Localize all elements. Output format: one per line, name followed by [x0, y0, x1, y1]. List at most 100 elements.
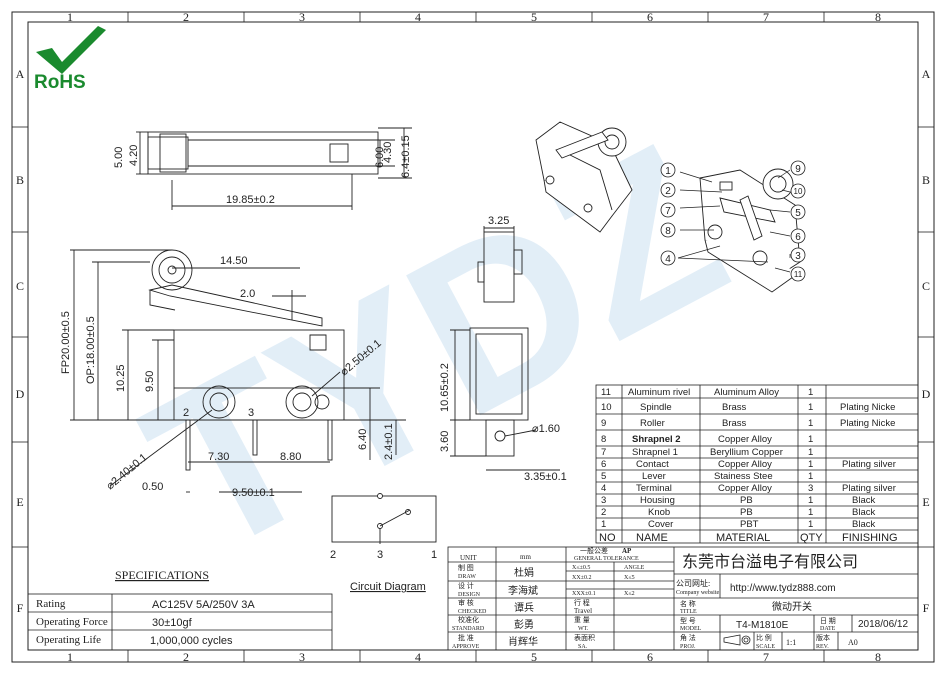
svg-text:9: 9	[795, 164, 801, 175]
svg-text:Beryllium Copper: Beryllium Copper	[710, 447, 783, 458]
tb-label: STANDARD	[452, 626, 485, 632]
callout-8: 8	[660, 222, 676, 238]
tb-label: 审 核	[458, 598, 474, 607]
side-view-dims: 3.25 10.65±0.2 3.60 ⌀1.60 3.35±0.1	[439, 215, 567, 483]
svg-text:Plating Nicke: Plating Nicke	[840, 402, 895, 413]
svg-text:Contact: Contact	[636, 459, 669, 470]
isometric-view	[535, 121, 633, 233]
col-label: 2	[183, 10, 189, 24]
callout-5: 5	[790, 204, 806, 220]
callout-7: 7	[660, 202, 676, 218]
svg-text:1: 1	[665, 166, 671, 177]
dim-label: 4.20	[128, 145, 140, 166]
rohs-logo: RoHS	[34, 26, 106, 93]
svg-text:PBT: PBT	[740, 519, 759, 530]
dim-label: 3.25	[488, 215, 509, 227]
spec-value: 1,000,000 cycles	[150, 635, 233, 647]
svg-text:1: 1	[808, 387, 813, 398]
tb-label: 型 号	[680, 616, 696, 625]
col-label: 1	[67, 650, 73, 664]
tb-name: 彭勇	[514, 618, 534, 631]
tb-label: Company website	[676, 590, 719, 596]
svg-text:PB: PB	[740, 495, 753, 506]
svg-text:Plating Nicke: Plating Nicke	[840, 418, 895, 429]
dim-label: 7.30	[208, 451, 229, 463]
row-label: D	[16, 387, 25, 401]
dim-label: 6.00	[374, 147, 386, 168]
tb-value: XXX±0.1	[572, 591, 596, 597]
dim-label: FP20.00±0.5	[60, 311, 72, 374]
callout-6: 6	[790, 228, 806, 244]
tb-label: MODEL	[680, 626, 702, 632]
svg-text:3: 3	[808, 483, 813, 494]
svg-text:Housing: Housing	[640, 495, 675, 506]
row-label: E	[922, 495, 929, 509]
tb-label: 设 计	[458, 581, 474, 590]
tb-label: PROJ.	[680, 644, 696, 650]
svg-text:Terminal: Terminal	[636, 483, 672, 494]
svg-text:3: 3	[795, 251, 801, 262]
tb-label: 比 例	[756, 633, 772, 642]
col-label: 4	[415, 650, 421, 664]
tb-label: AP	[622, 547, 632, 555]
callout-1: 1	[660, 162, 676, 178]
col-label: 2	[183, 650, 189, 664]
dim-label: 9.50±0.1	[232, 487, 275, 499]
tb-label: 公司网址:	[676, 578, 710, 588]
callout-leaders	[677, 169, 791, 273]
callout-9: 9	[790, 160, 806, 176]
tb-name: 谭兵	[514, 601, 534, 614]
tb-label: GENERAL TOLERANCE	[574, 556, 639, 562]
tb-label: SA.	[578, 644, 588, 650]
title-block-text: UNIT mm 一般公差 AP GENERAL TOLERANCE X≤±0.5…	[452, 546, 908, 650]
svg-text:1: 1	[808, 418, 813, 429]
svg-text:Plating silver: Plating silver	[842, 459, 896, 470]
col-label: 3	[299, 650, 305, 664]
projection-symbol-icon	[723, 634, 751, 646]
row-label: A	[922, 67, 931, 81]
svg-text:6: 6	[795, 232, 801, 243]
row-label: B	[16, 173, 24, 187]
circuit-labels: 2 3 1 Circuit Diagram	[330, 549, 437, 593]
row-label: C	[16, 279, 24, 293]
svg-text:8: 8	[665, 226, 671, 237]
dim-label: 10.25	[115, 364, 127, 392]
frame-row-labels-left: A B C D E F	[16, 67, 25, 615]
callout-2: 2	[660, 182, 676, 198]
svg-text:1: 1	[808, 507, 813, 518]
callout-4: 4	[660, 250, 676, 266]
rohs-text: RoHS	[34, 72, 86, 93]
callout-bubbles: 1 2 7 8 4 9 10 5 6 3 11	[660, 160, 806, 282]
title-block: UNIT mm 一般公差 AP GENERAL TOLERANCE X≤±0.5…	[447, 546, 919, 651]
tb-label: 角 法	[680, 633, 696, 642]
svg-text:10: 10	[794, 187, 803, 196]
svg-text:4: 4	[665, 254, 671, 265]
top-view	[136, 127, 412, 210]
spec-label: Operating Force	[36, 616, 108, 628]
spec-value: AC125V 5A/250V 3A	[152, 599, 255, 611]
svg-text:FINISHING: FINISHING	[842, 532, 898, 544]
dim-label: 3.35±0.1	[524, 471, 567, 483]
svg-text:Aluminum rivel: Aluminum rivel	[628, 387, 690, 398]
dim-label: OP:18.00±0.5	[85, 316, 97, 384]
dim-label: 6.4±0.15	[400, 135, 412, 178]
svg-text:2: 2	[601, 507, 606, 518]
frame-ticks	[12, 12, 934, 662]
svg-text:Aluminum Alloy: Aluminum Alloy	[714, 387, 779, 398]
tb-label: DESIGN	[458, 592, 481, 598]
tb-label: TITLE	[680, 609, 697, 615]
col-label: 3	[299, 10, 305, 24]
frame-row-labels-right: A B C D E F	[922, 67, 931, 615]
company-website: http://www.tydz888.com	[730, 583, 836, 594]
svg-text:4: 4	[601, 483, 606, 494]
tb-label: UNIT	[460, 554, 477, 562]
row-label: C	[922, 279, 930, 293]
col-label: 7	[763, 10, 769, 24]
scale-value: 1:1	[786, 638, 796, 647]
circuit-pin: 3	[377, 549, 383, 561]
col-label: 5	[531, 10, 537, 24]
